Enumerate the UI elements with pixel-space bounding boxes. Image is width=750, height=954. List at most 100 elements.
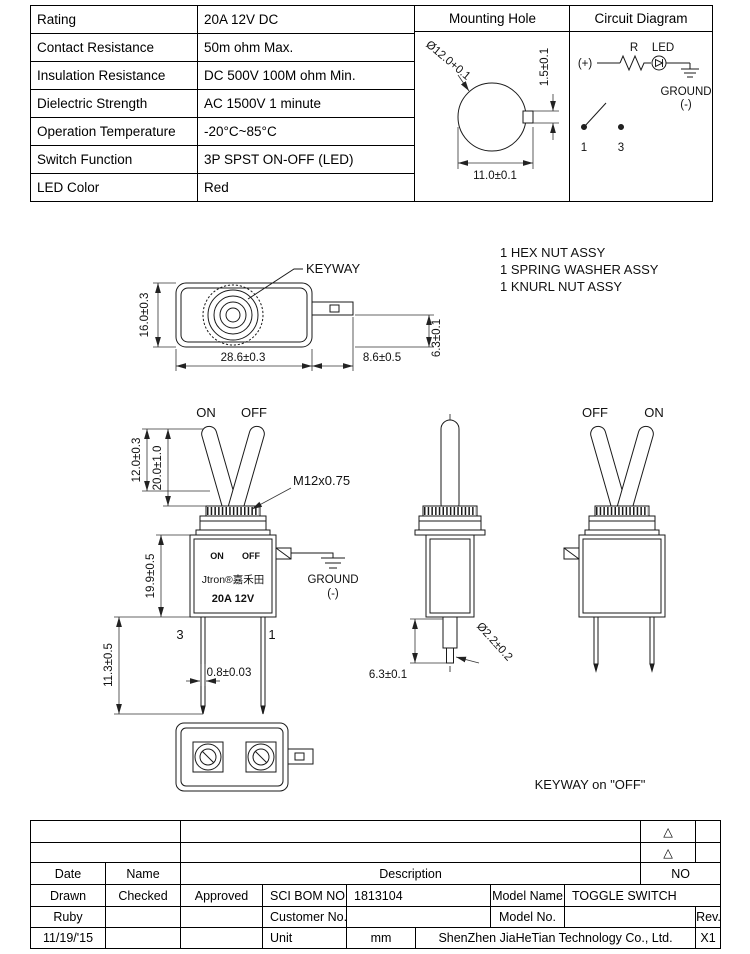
circuit-title: Circuit Diagram xyxy=(570,6,712,32)
date-approved-empty xyxy=(180,927,263,949)
led-label: LED xyxy=(652,42,674,54)
pin-length-dim: 11.3±0.5 xyxy=(103,643,115,687)
approved-label: Approved xyxy=(180,884,263,907)
approved-name-empty xyxy=(180,906,263,928)
mounting-hole-dimensions xyxy=(457,94,559,169)
model-no-label: Model No. xyxy=(490,906,565,928)
unit-label: Unit xyxy=(262,927,347,949)
revision-row1-desc xyxy=(179,820,642,843)
circuit-ground-label: GROUND xyxy=(660,86,711,98)
circuit-panel: Circuit Diagram (+) R LED GROUND ( xyxy=(569,5,713,202)
front-view xyxy=(189,425,292,715)
drawn-label: Drawn xyxy=(30,884,106,907)
bottom-view xyxy=(175,722,314,792)
assembly-note-2: 1 SPRING WASHER ASSY xyxy=(500,262,659,277)
top-view-width-dim: 28.6±0.3 xyxy=(221,352,266,364)
checked-label: Checked xyxy=(105,884,181,907)
spec-value-contact-resistance: 50m ohm Max. xyxy=(197,33,416,62)
revision-triangle-icon: △ xyxy=(640,842,697,863)
top-view-dimensions xyxy=(153,282,434,371)
front-ground-label: GROUND xyxy=(307,574,358,586)
assembly-note-3: 1 KNURL NUT ASSY xyxy=(500,279,622,294)
spec-value-operation-temperature: -20°C~85°C xyxy=(197,117,416,146)
resistor-label: R xyxy=(630,42,638,54)
drawn-name: Ruby xyxy=(30,906,106,928)
description-header: Description xyxy=(179,862,642,885)
circuit-pin3-label: 3 xyxy=(618,142,624,154)
model-no-value-empty xyxy=(563,906,697,928)
sci-bom-label: SCI BOM NO. xyxy=(262,884,347,907)
spec-label-contact-resistance: Contact Resistance xyxy=(30,33,198,62)
top-view-terminal-dim: 8.6±0.5 xyxy=(363,352,401,364)
pin-diameter-leader xyxy=(455,656,480,664)
brand-label: Jtron®嘉禾田 xyxy=(202,573,265,586)
hole-across-dim: 11.0±0.1 xyxy=(473,170,517,182)
front-negative-label: (-) xyxy=(327,588,339,600)
assembly-note-1: 1 HEX NUT ASSY xyxy=(500,245,606,260)
body-off-label: OFF xyxy=(242,551,260,561)
date-name-empty xyxy=(105,927,181,949)
spec-label-led-color: LED Color xyxy=(30,173,198,202)
spec-value-dielectric-strength: AC 1500V 1 minute xyxy=(197,89,416,118)
revision-row1-end xyxy=(695,820,722,843)
body-on-label: ON xyxy=(210,551,224,561)
hole-diameter-dim: Ø12.0+0.1 xyxy=(423,39,472,83)
circuit-drawing: (+) R LED GROUND (-) 1 3 xyxy=(578,42,712,154)
positive-terminal-label: (+) xyxy=(578,58,593,70)
date-value: 11/19/'15 xyxy=(30,927,106,949)
sci-bom-value: 1813104 xyxy=(346,884,491,907)
mounting-hole-drawing: Ø12.0+0.1 1.5±0.1 11.0±0.1 xyxy=(423,39,559,182)
top-view-height-dim: 16.0±0.3 xyxy=(139,293,151,338)
circuit-negative-label: (-) xyxy=(680,99,692,111)
model-name-label: Model Name xyxy=(490,884,565,907)
spec-label-insulation-resistance: Insulation Resistance xyxy=(30,61,198,90)
company-name: ShenZhen JiaHeTian Technology Co., Ltd. xyxy=(414,927,697,949)
spec-label-rating: Rating xyxy=(30,5,198,34)
spec-value-led-color: Red xyxy=(197,173,416,202)
spec-table: Rating 20A 12V DC Contact Resistance 50m… xyxy=(30,5,416,202)
lever-travel-dim: 12.0±0.3 xyxy=(131,438,143,483)
thread-leader xyxy=(251,487,292,510)
front-off-label: OFF xyxy=(241,405,267,420)
spec-value-insulation-resistance: DC 500V 100M ohm Min. xyxy=(197,61,416,90)
pin-diameter-dim: Ø2.2±0.2 xyxy=(474,620,515,663)
rev-value: X1 xyxy=(695,927,722,949)
title-block: △ △ Date Name Description NO Drawn Check… xyxy=(30,820,722,949)
revision-row2-end xyxy=(695,842,722,863)
side-view xyxy=(414,414,486,672)
checked-name-empty xyxy=(105,906,181,928)
spec-label-operation-temperature: Operation Temperature xyxy=(30,117,198,146)
right-view xyxy=(563,425,666,673)
body-height-dim: 19.9±0.5 xyxy=(145,554,157,599)
no-header: NO xyxy=(640,862,722,885)
unit-value: mm xyxy=(346,927,416,949)
circuit-pin1-label: 1 xyxy=(581,142,587,154)
front-ground-symbol xyxy=(291,552,345,569)
mounting-hole-panel: Mounting Hole Ø12.0+0.1 1.5±0.1 xyxy=(414,5,571,202)
mounting-hole-title: Mounting Hole xyxy=(415,6,570,32)
body-rating-label: 20A 12V xyxy=(212,593,255,605)
spec-value-switch-function: 3P SPST ON-OFF (LED) xyxy=(197,145,416,174)
date-header: Date xyxy=(30,862,106,885)
revision-row2-empty xyxy=(30,842,181,863)
front-view-dimensions xyxy=(114,428,220,715)
lever-length-dim: 20.0±1.0 xyxy=(152,446,164,491)
circuit-wiring xyxy=(581,54,699,130)
revision-row1-empty xyxy=(30,820,181,843)
right-off-label: OFF xyxy=(582,405,608,420)
name-header: Name xyxy=(105,862,181,885)
revision-triangle-icon: △ xyxy=(640,820,697,843)
front-pin3-label: 3 xyxy=(176,627,183,642)
switch-drawings: 1 HEX NUT ASSY 1 SPRING WASHER ASSY 1 KN… xyxy=(103,245,666,792)
side-view-dimensions xyxy=(410,618,446,664)
side-pin-length-dim: 6.3±0.1 xyxy=(369,669,407,681)
front-pin1-label: 1 xyxy=(268,627,275,642)
right-on-label: ON xyxy=(644,405,664,420)
keyway-height-dim: 1.5±0.1 xyxy=(539,48,551,86)
keyway-note: KEYWAY on "OFF" xyxy=(535,777,646,792)
spec-label-dielectric-strength: Dielectric Strength xyxy=(30,89,198,118)
thread-label: M12x0.75 xyxy=(293,473,350,488)
front-on-label: ON xyxy=(196,405,216,420)
pin-width-dim: 0.8±0.03 xyxy=(207,667,252,679)
